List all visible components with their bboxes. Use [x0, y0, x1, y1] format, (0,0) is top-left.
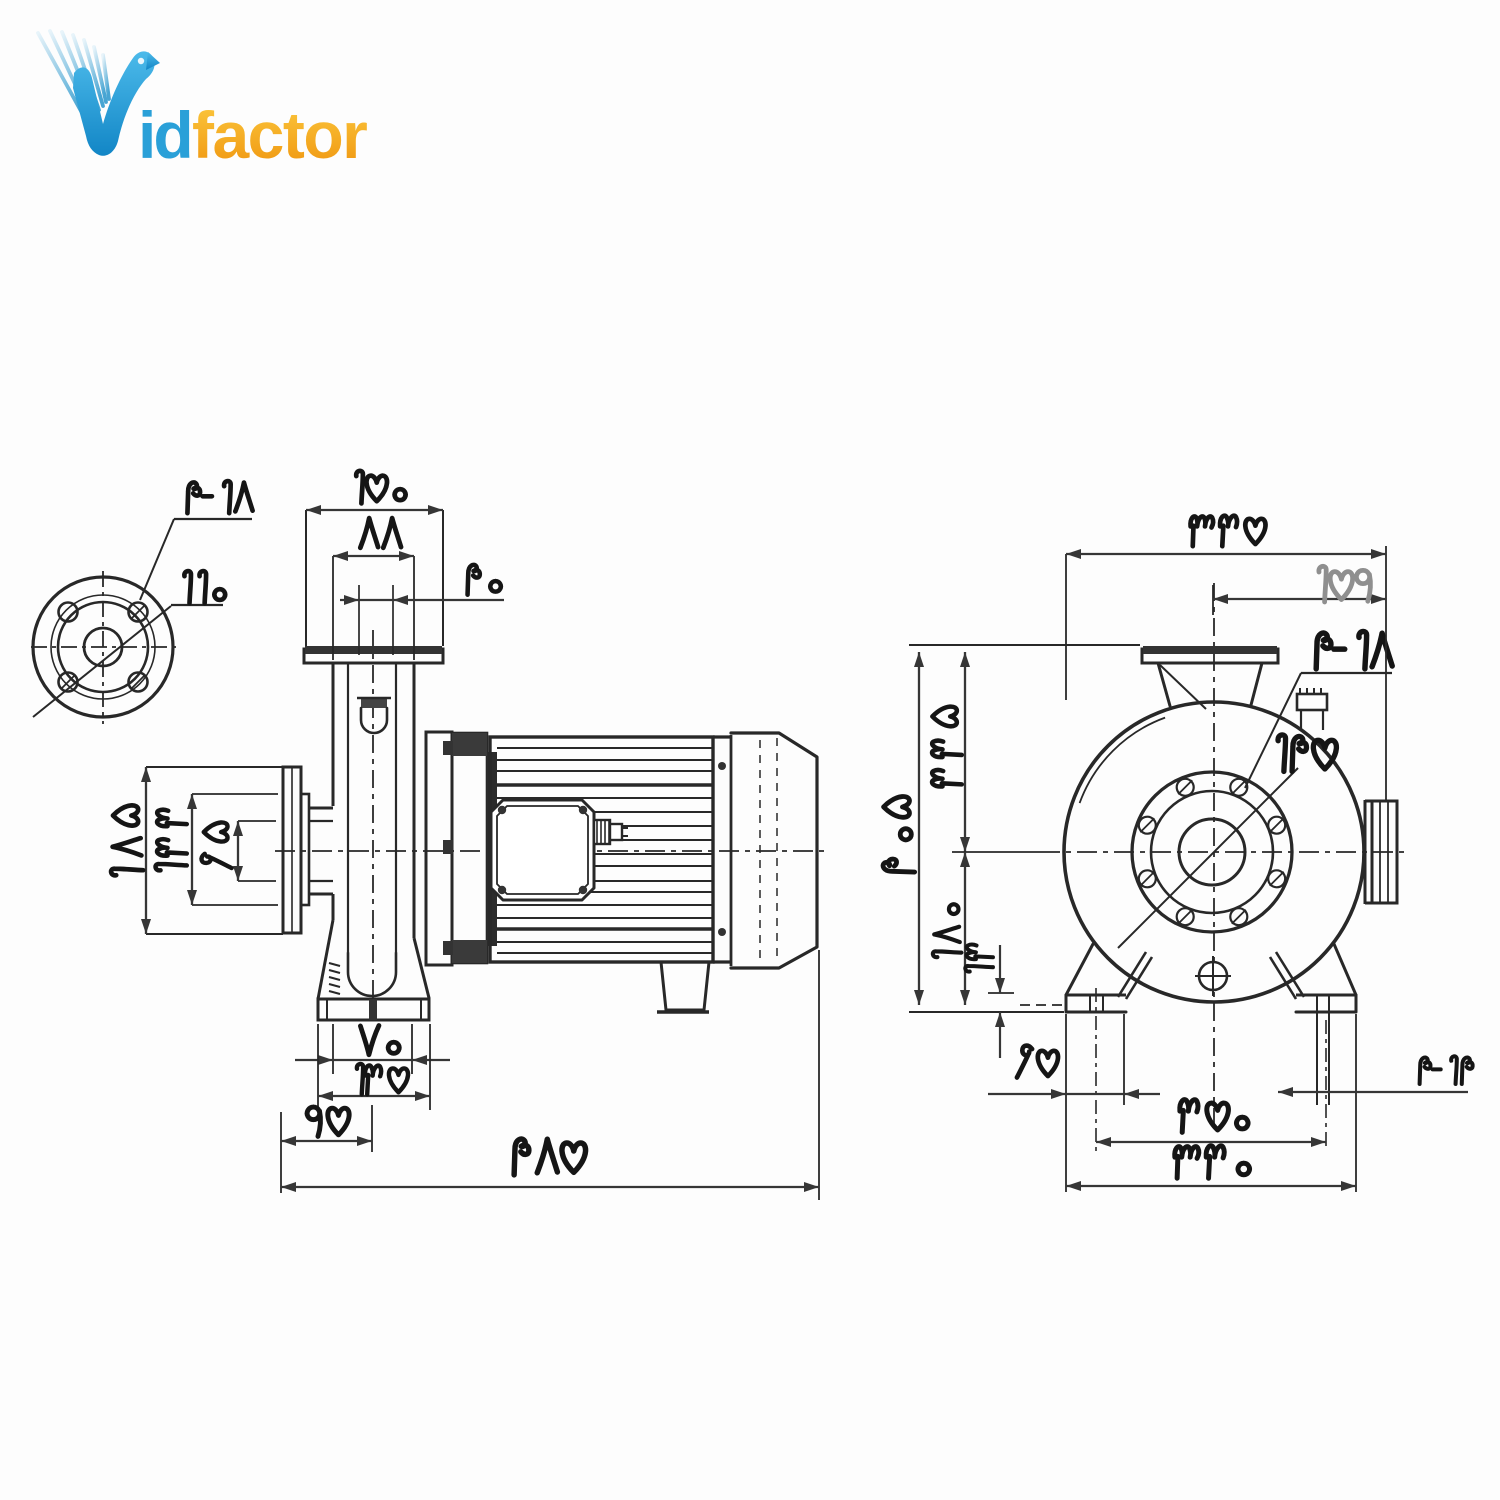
svg-text:factor: factor — [192, 98, 367, 172]
svg-text:id: id — [138, 98, 191, 172]
